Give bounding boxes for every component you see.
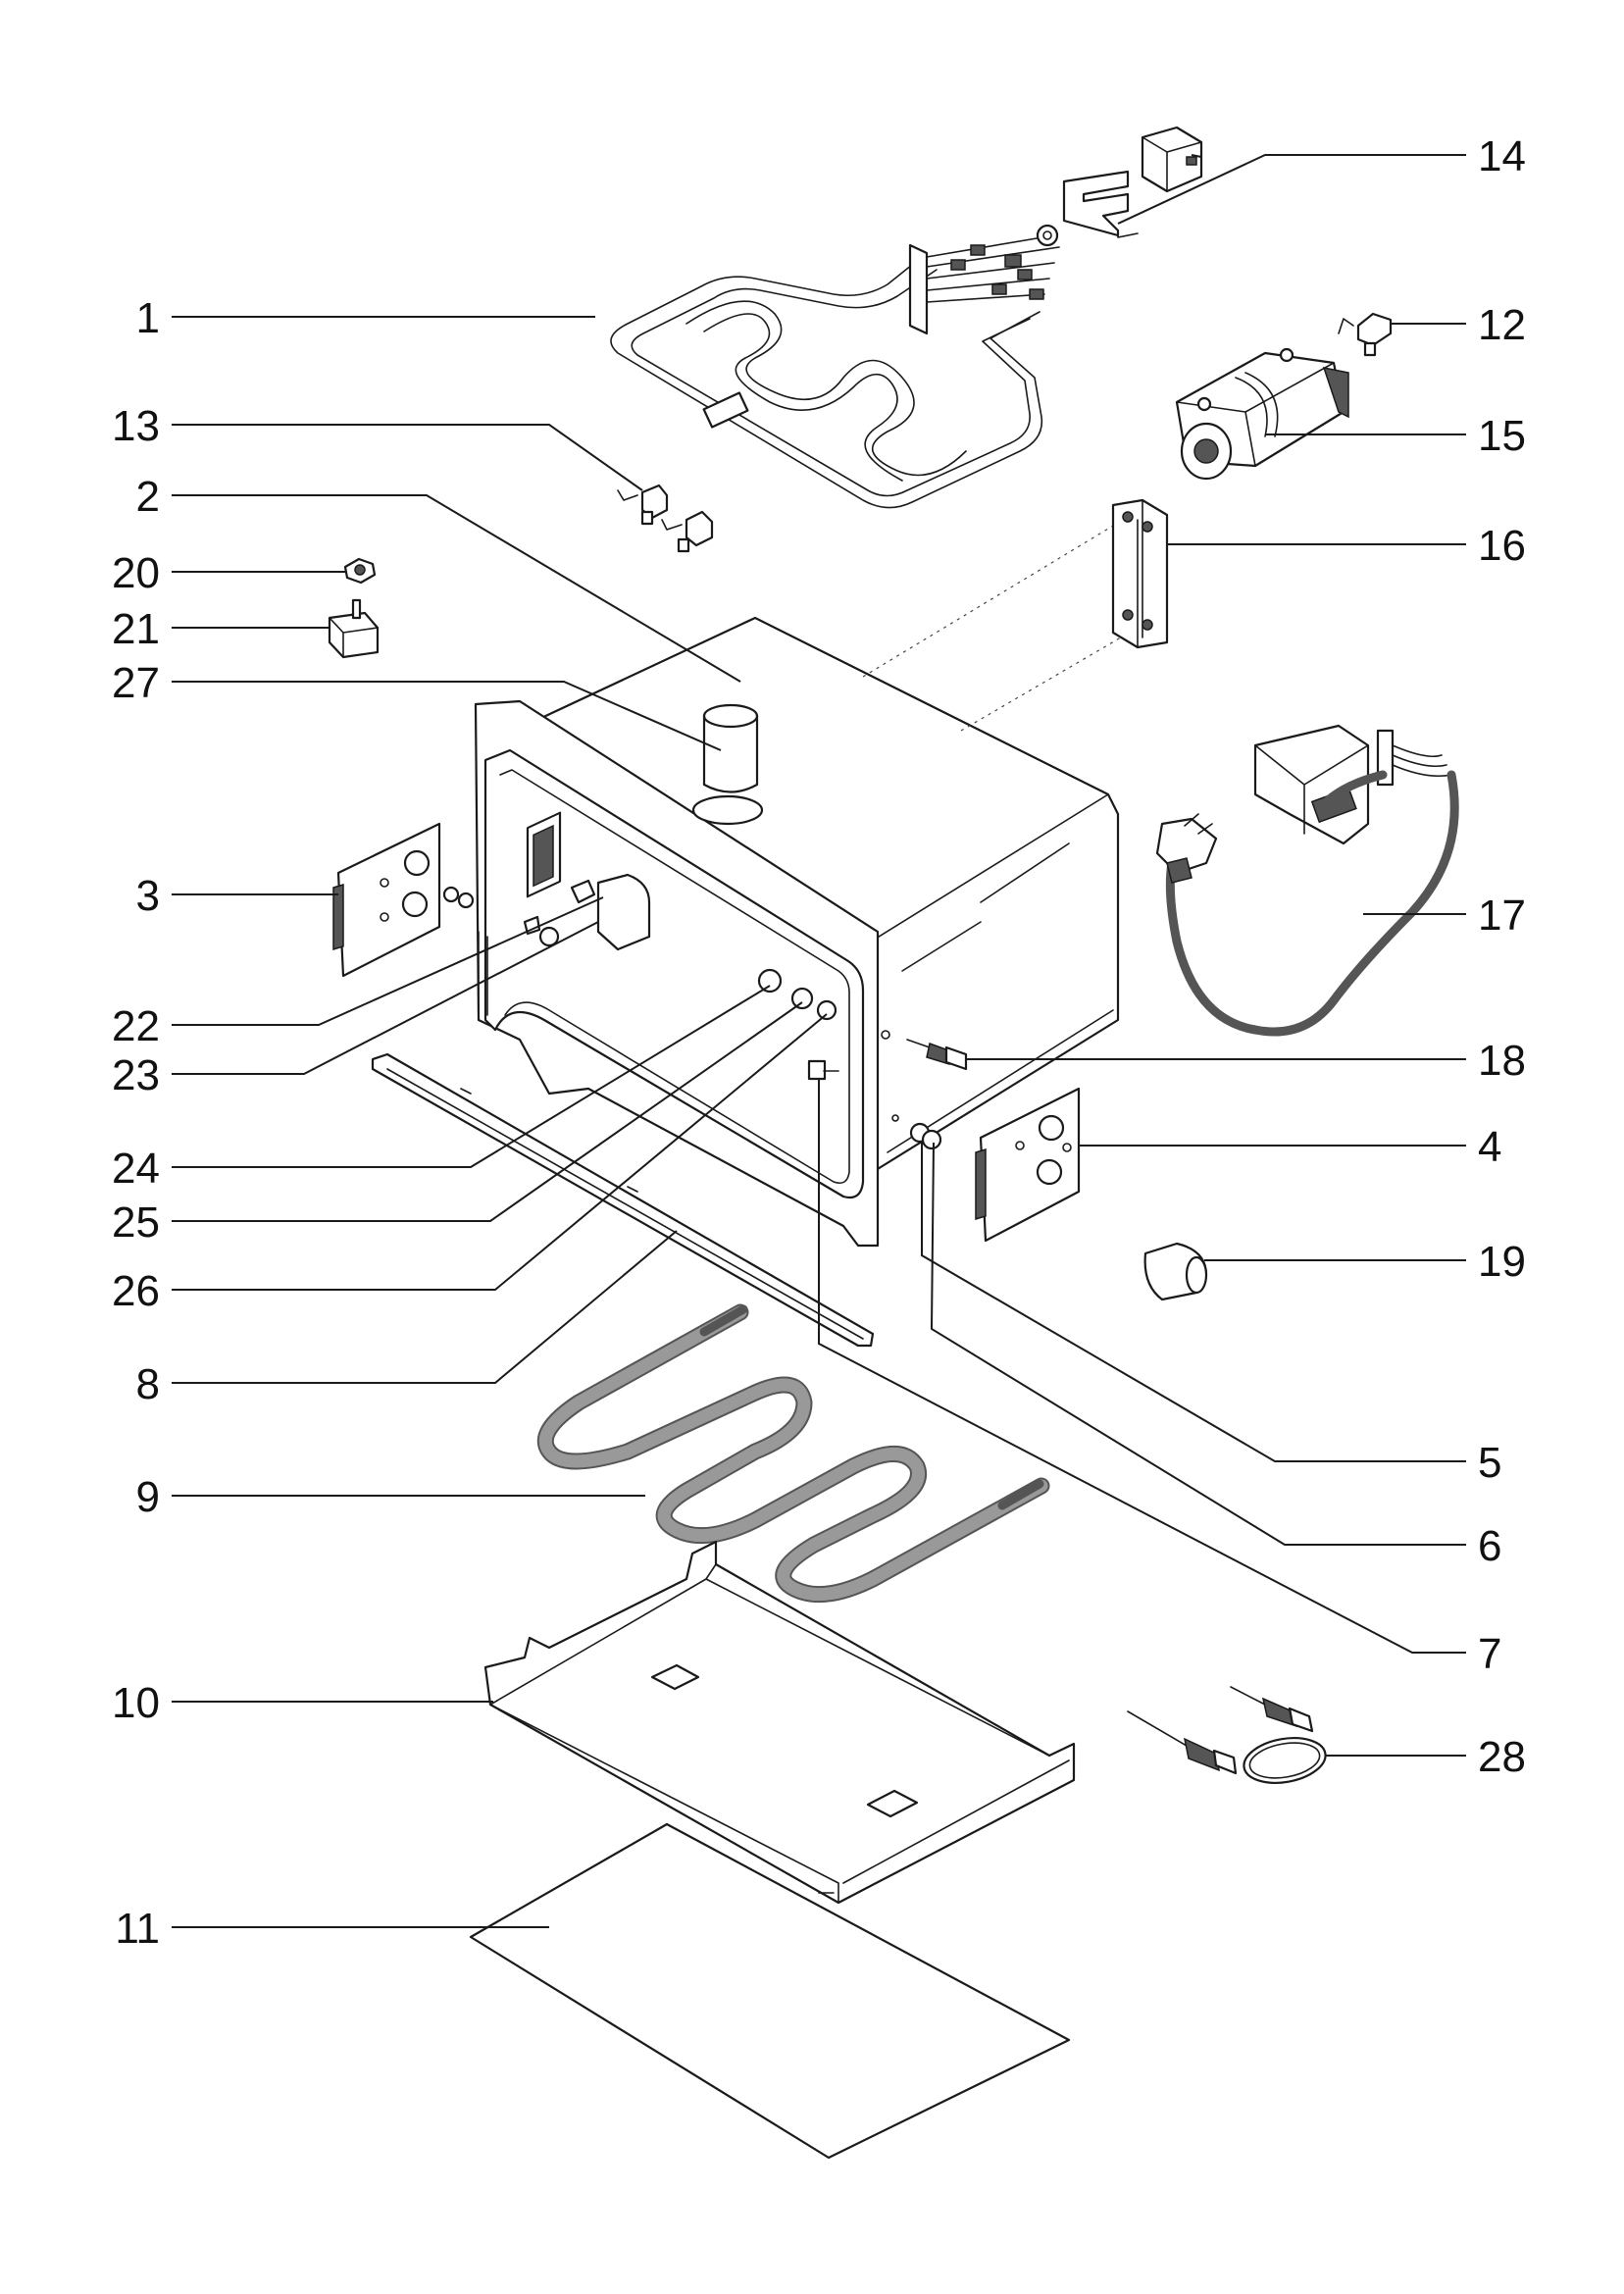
callout-20: 20 (112, 549, 160, 597)
vent-tube-drawing (691, 703, 764, 826)
callout-6: 6 (1478, 1522, 1501, 1570)
motor-housing-drawing (1175, 347, 1349, 481)
callout-26: 26 (112, 1267, 160, 1315)
callout-25: 25 (112, 1198, 160, 1247)
callout-23: 23 (112, 1051, 160, 1099)
callout-24: 24 (112, 1145, 160, 1193)
bottom-tray-drawing (483, 1540, 1076, 1905)
bottom-heating-element-drawing (536, 1303, 1050, 1604)
callout-10: 10 (112, 1679, 160, 1727)
callout-21: 21 (112, 605, 160, 653)
callout-12: 12 (1478, 301, 1526, 349)
front-frame-drawing (474, 699, 880, 1248)
left-side-plate-drawing (332, 822, 475, 978)
power-cord-drawing (1155, 724, 1459, 1037)
side-bracket-drawing (1111, 498, 1169, 649)
temperature-probe-drawing (1127, 1686, 1327, 1784)
cap-19-drawing (1143, 1242, 1208, 1301)
top-heating-element-drawing (610, 224, 1060, 509)
callout-5: 5 (1478, 1439, 1501, 1487)
callout-19: 19 (1478, 1238, 1526, 1286)
leader-lines (172, 154, 1466, 1928)
callout-1: 1 (136, 294, 160, 342)
bracket-switch-drawing (1062, 126, 1203, 238)
right-side-plate-drawing (975, 1087, 1081, 1243)
callout-13: 13 (112, 402, 160, 450)
callout-27: 27 (112, 659, 160, 707)
callout-7: 7 (1478, 1630, 1501, 1678)
callout-15: 15 (1478, 412, 1526, 460)
callout-14: 14 (1478, 132, 1526, 180)
pin-18-drawing (881, 1030, 968, 1071)
callout-3: 3 (136, 872, 160, 920)
nut-drawing (343, 557, 377, 585)
front-rail-drawing (371, 1052, 875, 1348)
callout-18: 18 (1478, 1037, 1526, 1085)
connectors-13-drawing (617, 484, 714, 553)
callout-labels: 1 13 2 20 21 27 3 22 23 24 25 26 8 9 10 … (112, 132, 1526, 1953)
washers-5-6-drawing (891, 1114, 942, 1150)
callout-8: 8 (136, 1360, 160, 1408)
callout-2: 2 (136, 473, 160, 521)
callout-17: 17 (1478, 892, 1526, 940)
callout-11: 11 (115, 1905, 160, 1953)
connector-12-drawing (1338, 312, 1393, 357)
callout-28: 28 (1478, 1733, 1526, 1781)
callout-4: 4 (1478, 1123, 1501, 1171)
callout-22: 22 (112, 1002, 160, 1050)
knob-bracket-drawing (328, 598, 380, 659)
callout-9: 9 (136, 1473, 160, 1521)
callout-16: 16 (1478, 522, 1526, 570)
bottom-sheet-drawing (469, 1822, 1071, 2160)
